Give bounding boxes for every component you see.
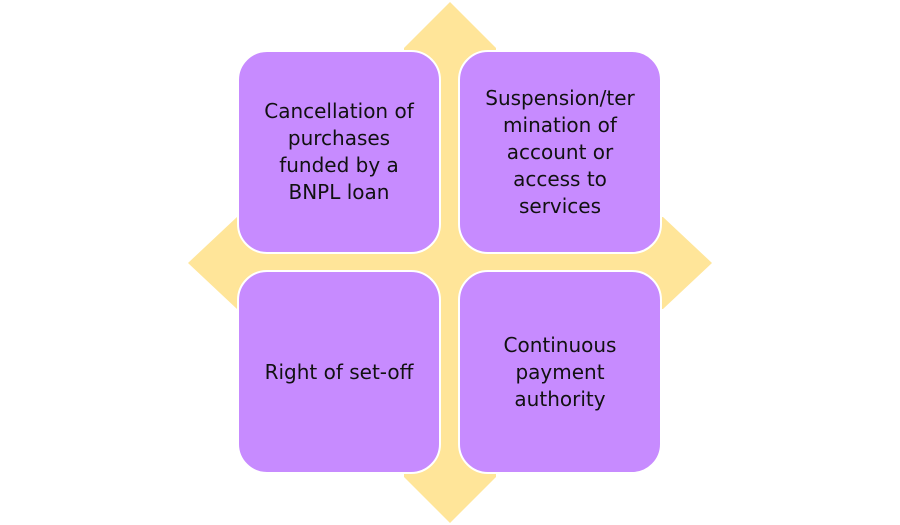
four-way-arrow-shape	[188, 2, 712, 523]
tile-cancellation-of-purchases: Cancellation of purchases funded by a BN…	[237, 50, 441, 254]
tile-label: Suspension/ter mination of account or ac…	[485, 85, 635, 218]
tile-suspension-termination: Suspension/ter mination of account or ac…	[458, 50, 662, 254]
tile-label: Continuous payment authority	[503, 332, 617, 411]
tile-continuous-payment-authority: Continuous payment authority	[458, 270, 662, 474]
tile-right-of-set-off: Right of set-off	[237, 270, 441, 474]
tile-label: Cancellation of purchases funded by a BN…	[264, 99, 414, 204]
tile-label: Right of set-off	[264, 359, 414, 384]
